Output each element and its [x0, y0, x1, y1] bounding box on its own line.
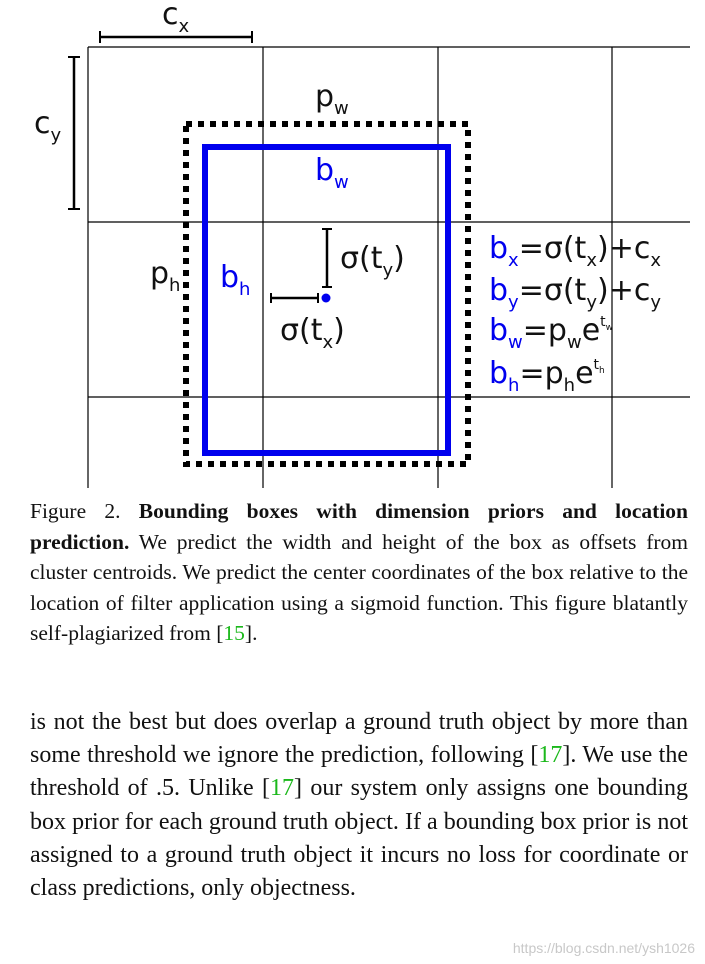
- citation-link-17[interactable]: 17: [538, 742, 563, 769]
- bounding-box-figure: cx cy pw bw ph bh σ(ty): [34, 0, 690, 488]
- cx-label: cx: [162, 0, 190, 37]
- caption-bold-title: Bounding boxes with dimension priors and…: [30, 499, 688, 554]
- watermark: https://blog.csdn.net/ysh1026: [512, 940, 695, 956]
- predicted-box: [202, 144, 451, 456]
- pw-label: pw: [315, 79, 349, 119]
- cy-label: cy: [34, 106, 62, 146]
- cx-dimension: [99, 31, 253, 43]
- body-paragraph: is not the best but does overlap a groun…: [30, 706, 688, 905]
- bh-label: bh: [220, 260, 250, 300]
- figure-diagram: cx cy pw bw ph bh σ(ty): [34, 0, 690, 488]
- body-text-part1: is not the best but does overlap a groun…: [30, 709, 688, 769]
- body-text-part3: ] our system only assigns one bounding b…: [30, 775, 688, 902]
- cy-dimension: [68, 56, 80, 210]
- caption-text: We predict the width and height of the b…: [30, 529, 688, 646]
- equation-bx: bx=σ(tx)+cx: [489, 231, 661, 271]
- equation-by: by=σ(ty)+cy: [489, 273, 661, 313]
- citation-link-17-second[interactable]: 17: [269, 775, 294, 802]
- center-point: [321, 293, 331, 303]
- equation-bh: bh=pheth: [489, 356, 605, 396]
- figure-caption: Figure 2. Bounding boxes with dimension …: [30, 496, 688, 649]
- sigma-ty-label: σ(ty): [340, 241, 405, 281]
- ph-label: ph: [150, 256, 180, 296]
- bw-label: bw: [315, 153, 349, 193]
- sigma-tx-label: σ(tx): [280, 313, 345, 353]
- sigma-ty-marker: [322, 228, 332, 288]
- prior-box: [183, 121, 471, 467]
- sigma-tx-marker: [270, 293, 319, 303]
- caption-text-end: ].: [244, 621, 258, 645]
- caption-prefix: Figure 2.: [30, 499, 139, 523]
- citation-link-15[interactable]: 15: [223, 621, 245, 645]
- body-text-part2: ]. We use the threshold of .5. Unlike [: [30, 742, 688, 802]
- equation-bw: bw=pwetw: [489, 313, 613, 353]
